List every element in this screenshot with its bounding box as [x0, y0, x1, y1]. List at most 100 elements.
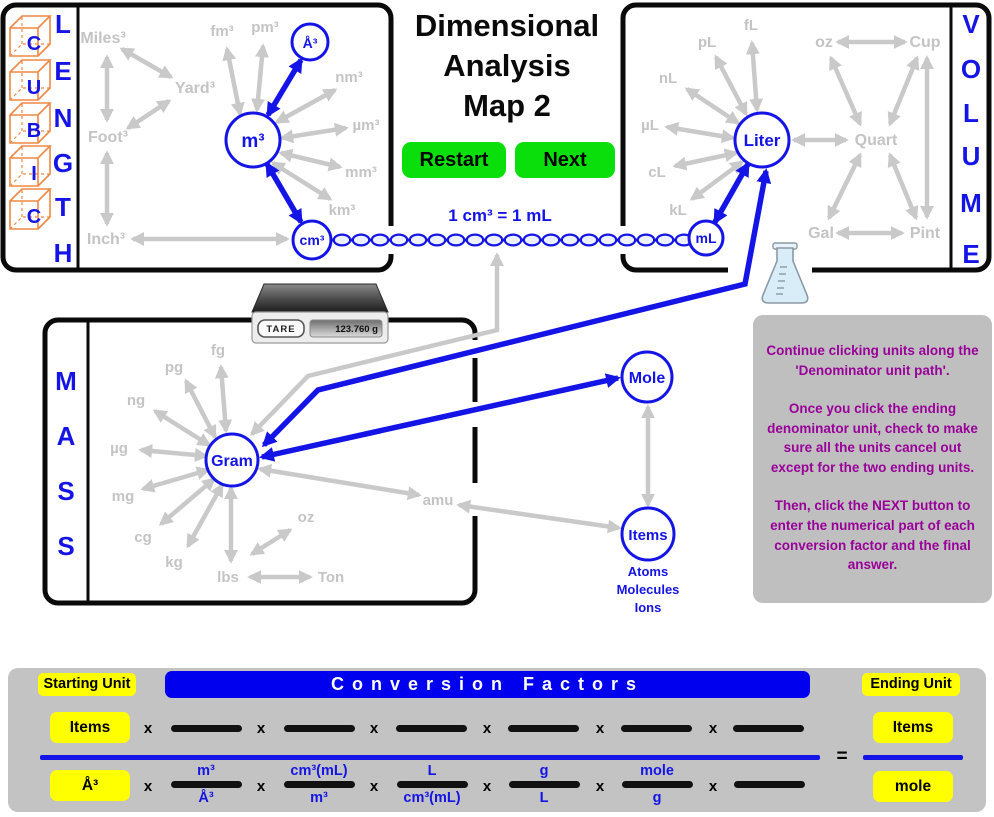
- mass-side-word: M A S S: [55, 366, 77, 561]
- node-angstrom3[interactable]: [290, 22, 330, 62]
- main-fraction-line: [40, 755, 820, 760]
- unit-nl[interactable]: nL: [659, 70, 677, 87]
- chain-link: [617, 233, 637, 247]
- mass-letter: S: [57, 531, 74, 561]
- unit-ton[interactable]: Ton: [318, 569, 344, 586]
- numerator-blank-bar: [621, 725, 692, 732]
- factor-numerator: g: [539, 763, 549, 779]
- unit-mg[interactable]: mg: [112, 488, 135, 505]
- conversion-factor-slot[interactable]: mole g: [607, 762, 707, 807]
- unit-pg[interactable]: pg: [165, 359, 183, 376]
- factor-bar: [396, 781, 468, 788]
- multiply-sign: x: [256, 778, 266, 795]
- conversion-factor-slot[interactable]: g L: [494, 762, 594, 807]
- cube-icon: I: [9, 145, 52, 187]
- conversion-factor-slot[interactable]: m³ Å³: [156, 762, 256, 807]
- unit-lbs[interactable]: lbs: [217, 569, 239, 586]
- unit-oz-mass[interactable]: oz: [298, 509, 315, 526]
- items-sublabels: Atoms Molecules Ions: [617, 564, 680, 615]
- unit-ng[interactable]: ng: [127, 392, 145, 409]
- flask-icon: [761, 242, 809, 304]
- unit-amu[interactable]: amu: [423, 492, 454, 509]
- node-m3-label: m³: [241, 131, 264, 152]
- unit-pl[interactable]: pL: [698, 34, 716, 51]
- arrow-gram-ug: [138, 444, 209, 462]
- unit-miles3[interactable]: Miles³: [80, 30, 125, 47]
- unit-cup[interactable]: Cup: [909, 34, 940, 51]
- unit-um3[interactable]: µm³: [353, 117, 380, 134]
- unit-yard3[interactable]: Yard³: [175, 80, 215, 97]
- conversion-factor-slot[interactable]: cm³(mL) m³: [269, 762, 369, 807]
- unit-fl[interactable]: fL: [744, 17, 758, 34]
- arrow-m3-pm3: [251, 43, 269, 113]
- multiply-sign: x: [369, 778, 379, 795]
- node-gram[interactable]: [204, 432, 260, 488]
- unit-ug[interactable]: µg: [110, 440, 128, 457]
- length-letter: G: [53, 148, 73, 178]
- unit-kg[interactable]: kg: [165, 554, 183, 571]
- ending-fraction-line: [863, 755, 963, 760]
- cubic-letter: U: [27, 77, 41, 99]
- unit-ul[interactable]: µL: [641, 117, 659, 134]
- numerator-blank-bar: [171, 725, 242, 732]
- numerator-blank-bar: [733, 725, 804, 732]
- unit-cg[interactable]: cg: [134, 529, 152, 546]
- flask-graduations: [776, 266, 787, 295]
- unit-pint[interactable]: Pint: [910, 225, 941, 242]
- conversion-factor-slot[interactable]: [719, 762, 819, 807]
- length-panel-frame: [0, 2, 394, 273]
- arrow-yard-foot: [125, 99, 172, 130]
- multiply-sign: x: [482, 720, 492, 737]
- chain-link: [427, 233, 447, 247]
- unit-kl[interactable]: kL: [669, 202, 687, 219]
- factor-bar: [283, 781, 355, 788]
- border-gap: [468, 402, 482, 427]
- chain-link: [465, 233, 485, 247]
- factor-numerator: [719, 762, 819, 780]
- chain-link: [332, 233, 352, 247]
- unit-fm3[interactable]: fm³: [210, 23, 233, 40]
- volume-letter: V: [962, 9, 980, 39]
- unit-inch3[interactable]: Inch³: [87, 231, 125, 248]
- volume-letter: U: [962, 141, 981, 171]
- unit-chain-links: [332, 233, 694, 247]
- ending-numerator-unit: Items: [873, 712, 953, 743]
- factor-denominator: cm³(mL): [403, 789, 461, 806]
- arrow-quart-oz: [828, 55, 863, 127]
- unit-fg[interactable]: fg: [211, 342, 225, 359]
- node-ml[interactable]: [687, 219, 725, 257]
- unit-km3[interactable]: km³: [329, 202, 356, 219]
- length-letter: T: [55, 192, 71, 222]
- chain-link: [503, 233, 523, 247]
- node-liter-label: Liter: [744, 131, 781, 150]
- length-side-word: L E N G T H: [53, 9, 73, 268]
- unit-mm3[interactable]: mm³: [345, 164, 377, 181]
- multiply-sign: x: [482, 778, 492, 795]
- numerator-blank-bar: [396, 725, 467, 732]
- factor-bar: [508, 781, 580, 788]
- unit-oz-volume[interactable]: oz: [815, 34, 833, 51]
- instruction-paragraph: Then, click the NEXT button to enter the…: [770, 498, 975, 573]
- node-mole[interactable]: [620, 350, 674, 404]
- node-cm3[interactable]: [291, 219, 333, 261]
- restart-button[interactable]: Restart: [402, 142, 506, 178]
- ending-denominator-unit: mole: [873, 771, 953, 802]
- cubic-icons: C U B I C: [9, 15, 52, 230]
- unit-foot3[interactable]: Foot³: [88, 129, 128, 146]
- node-m3[interactable]: [224, 111, 282, 169]
- unit-nm3[interactable]: nm³: [335, 69, 363, 86]
- mass-panel-frame: [42, 317, 478, 606]
- chain-link: [522, 233, 542, 247]
- unit-pm3[interactable]: pm³: [251, 19, 279, 36]
- unit-gal[interactable]: Gal: [808, 225, 834, 242]
- next-button[interactable]: Next: [515, 142, 615, 178]
- length-unit-labels: Miles³ Yard³ Foot³ Inch³ fm³ pm³ nm³ µm³…: [80, 19, 379, 248]
- unit-map: C U B I C L E N G T H V O: [0, 2, 992, 615]
- node-ml-label: mL: [696, 230, 717, 246]
- unit-cl[interactable]: cL: [648, 164, 666, 181]
- equation-label: 1 cm³ = 1 mL: [448, 206, 552, 225]
- node-items[interactable]: [620, 506, 676, 562]
- node-liter[interactable]: [733, 111, 791, 169]
- unit-quart[interactable]: Quart: [855, 132, 898, 149]
- conversion-factor-slot[interactable]: L cm³(mL): [382, 762, 482, 807]
